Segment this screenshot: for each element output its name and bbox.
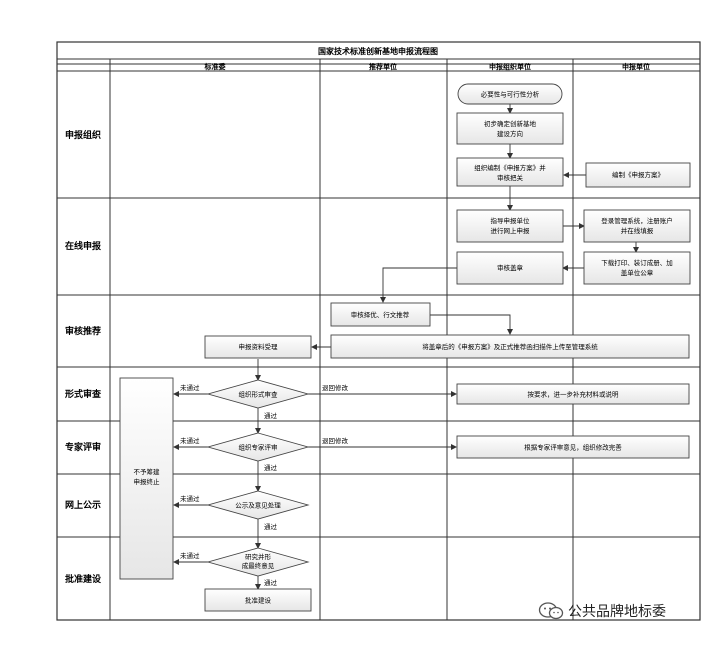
node-terminate: [119, 377, 174, 580]
phase-label: 形式审查: [65, 388, 102, 400]
node-text: 审核把关: [497, 173, 524, 182]
watermark: 公共品牌地标委: [538, 601, 666, 621]
node-text: 初步确定创新基地: [484, 119, 537, 128]
node-text: 组织编制《申报方案》并: [474, 163, 546, 172]
connectors: [173, 104, 639, 590]
edge-label-return: 退回修改: [322, 383, 349, 392]
phase-label: 网上公示: [65, 499, 101, 511]
node-text: 指导申报单位: [491, 216, 531, 225]
edge-label-fail: 未通过: [180, 551, 200, 560]
node-text: 登录管理系统，注册账户: [601, 216, 673, 225]
node-text: 组织专家评审: [239, 443, 278, 452]
node-text: 不予筹建: [134, 467, 161, 476]
edge-label-fail: 未通过: [180, 494, 200, 503]
edge-label-pass: 通过: [264, 578, 278, 587]
node-compile-plan: [585, 162, 691, 188]
edge-label-return: 退回修改: [322, 436, 349, 445]
node-organize-plan: [456, 157, 564, 187]
node-recommend: [330, 302, 431, 327]
node-text: 申报终止: [134, 477, 161, 486]
lane-header-applicant: 申报单位: [622, 62, 650, 71]
node-text: 进行网上申报: [491, 226, 531, 235]
node-text: 根据专家评审意见，组织修改完善: [524, 443, 622, 452]
node-text: 盖单位公章: [621, 268, 654, 277]
node-text: 研究并形: [245, 552, 272, 561]
node-expert-fix: [456, 435, 690, 459]
node-text: 建设方向: [497, 129, 523, 138]
phase-label: 专家评审: [65, 441, 101, 453]
node-download: [583, 251, 691, 285]
phase-label: 审核推荐: [65, 325, 101, 337]
node-feasibility: [457, 83, 563, 105]
node-approve: [204, 588, 312, 612]
phase-label: 批准建设: [65, 573, 102, 585]
node-text: 并在线填报: [621, 226, 654, 235]
node-text: 必要性与可行性分析: [481, 90, 540, 99]
node-text: 组织形式审查: [239, 390, 279, 399]
node-text: 审核盖章: [497, 263, 524, 272]
wechat-icon: [538, 602, 564, 620]
node-text: 下载打印、装订成册、加: [601, 258, 673, 267]
node-text: 公示及意见处理: [235, 501, 281, 510]
edge-label-fail: 未通过: [180, 383, 200, 392]
node-text: 批准建设: [245, 596, 272, 605]
node-text: 成最终意见: [242, 561, 275, 570]
node-upload: [330, 334, 690, 359]
node-text: 按要求，进一步补充材料或说明: [528, 390, 620, 399]
phase-label: 申报组织: [65, 129, 101, 141]
edge-label-pass: 通过: [264, 522, 278, 531]
edge-label-pass: 通过: [264, 411, 278, 420]
lane-header-sac: 标准委: [204, 62, 226, 71]
node-research: [206, 547, 310, 577]
node-register: [583, 209, 691, 243]
lane-header-organizer: 申报组织单位: [489, 62, 531, 71]
node-guide: [456, 209, 564, 243]
node-supplement: [456, 383, 690, 405]
node-review-seal: [456, 251, 564, 285]
nodes: [119, 83, 691, 612]
lane-header-recommender: 推荐单位: [369, 62, 397, 71]
node-expert-review: [206, 432, 310, 462]
diagram-title: 国家技术标准创新基地申报流程图: [318, 46, 438, 56]
edge-label-fail: 未通过: [180, 436, 200, 445]
node-direction: [456, 112, 564, 145]
node-publicity: [206, 490, 310, 520]
phase-label: 在线申报: [65, 240, 101, 252]
node-text: 审核择优、行文推荐: [351, 310, 410, 319]
node-text: 编制《申报方案》: [612, 170, 664, 179]
node-receive: [204, 335, 312, 359]
node-formal-review: [206, 379, 310, 409]
node-text: 申报资料受理: [239, 342, 279, 351]
watermark-text: 公共品牌地标委: [568, 604, 666, 620]
edge-label-pass: 通过: [264, 463, 278, 472]
node-text: 将盖章后的《申报方案》及正式推荐函扫描件上传至管理系统: [422, 342, 598, 351]
